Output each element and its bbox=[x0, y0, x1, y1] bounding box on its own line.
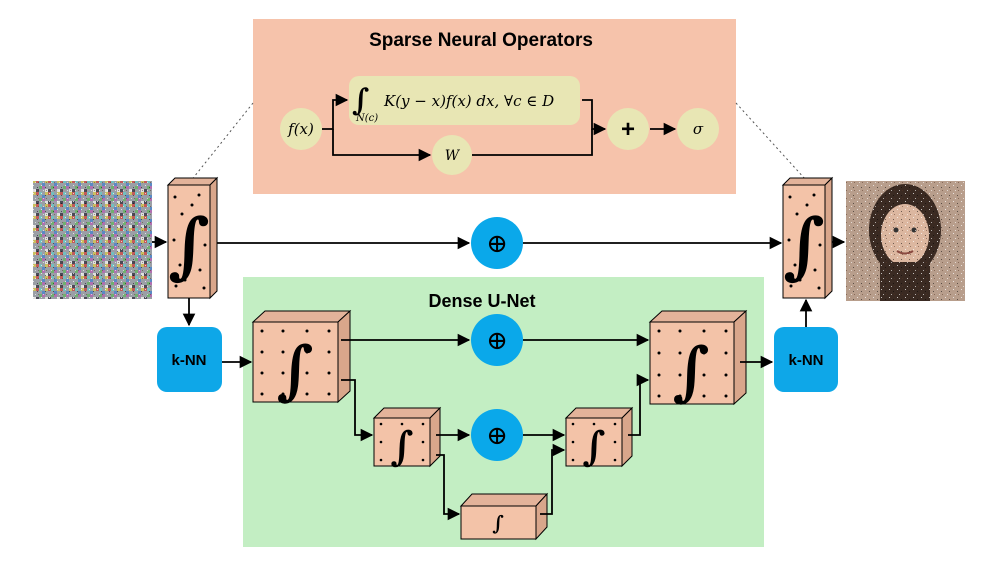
integral-formula-bubble bbox=[349, 76, 580, 125]
input-function-label: f(x) bbox=[287, 120, 314, 138]
encoder-large-integral: ∫ bbox=[276, 333, 313, 408]
sno-title: Sparse Neural Operators bbox=[369, 30, 593, 51]
knn-box-left: k-NN bbox=[157, 327, 222, 392]
zoom-guide-lines bbox=[189, 102, 807, 183]
input-function-node bbox=[280, 108, 322, 150]
weight-node bbox=[432, 135, 472, 175]
noise-image bbox=[33, 181, 152, 299]
unet-title: Dense U-Net bbox=[428, 291, 535, 311]
oplus-lower-symbol: ⊕ bbox=[486, 421, 508, 451]
unet-decoder-block-medium: ∫ bbox=[564, 406, 634, 470]
unet-encoder-block-medium: ∫ bbox=[372, 406, 442, 470]
sno-arrows bbox=[322, 93, 677, 162]
encoder-medium-integral: ∫ bbox=[390, 423, 413, 470]
face-image bbox=[846, 181, 965, 301]
unet-encoder-block-large: ∫ bbox=[251, 309, 352, 408]
oplus-upper-symbol: ⊕ bbox=[486, 326, 508, 356]
sparse-right-integral: ∫ bbox=[783, 202, 825, 287]
skip-sum-unet-lower: ⊕ bbox=[471, 409, 523, 461]
sparse-operator-block-right: ∫ bbox=[781, 176, 834, 300]
skip-sum-unet-upper: ⊕ bbox=[471, 314, 523, 366]
unet-decoder-block-large: ∫ bbox=[648, 309, 748, 409]
sparse-left-integral: ∫ bbox=[168, 202, 210, 287]
sno-panel: Sparse Neural Operators ∫ N(c) K(y − x)f… bbox=[253, 19, 736, 194]
activation-label: σ bbox=[693, 120, 704, 138]
integral-expression: K(y − x)f(x) dx, ∀c ∈ D bbox=[383, 92, 554, 110]
decoder-medium-integral: ∫ bbox=[582, 423, 605, 470]
bottleneck-integral: ∫ bbox=[492, 511, 504, 535]
oplus-top-symbol: ⊕ bbox=[486, 229, 508, 259]
sum-label: + bbox=[621, 116, 635, 143]
activation-node bbox=[677, 108, 719, 150]
skip-sum-top: ⊕ bbox=[471, 217, 523, 269]
sparse-operator-block-left: ∫ bbox=[166, 176, 219, 300]
flow-arrows bbox=[152, 235, 846, 521]
unet-bottleneck-block: ∫ bbox=[459, 492, 549, 541]
knn-left-label: k-NN bbox=[171, 352, 206, 369]
integral-subscript: N(c) bbox=[355, 113, 378, 124]
knn-box-right: k-NN bbox=[774, 327, 838, 392]
integral-symbol: ∫ bbox=[352, 83, 369, 118]
knn-right-label: k-NN bbox=[788, 352, 823, 369]
weight-label: W bbox=[445, 148, 461, 164]
decoder-large-integral: ∫ bbox=[672, 334, 709, 409]
sum-node bbox=[607, 108, 649, 150]
